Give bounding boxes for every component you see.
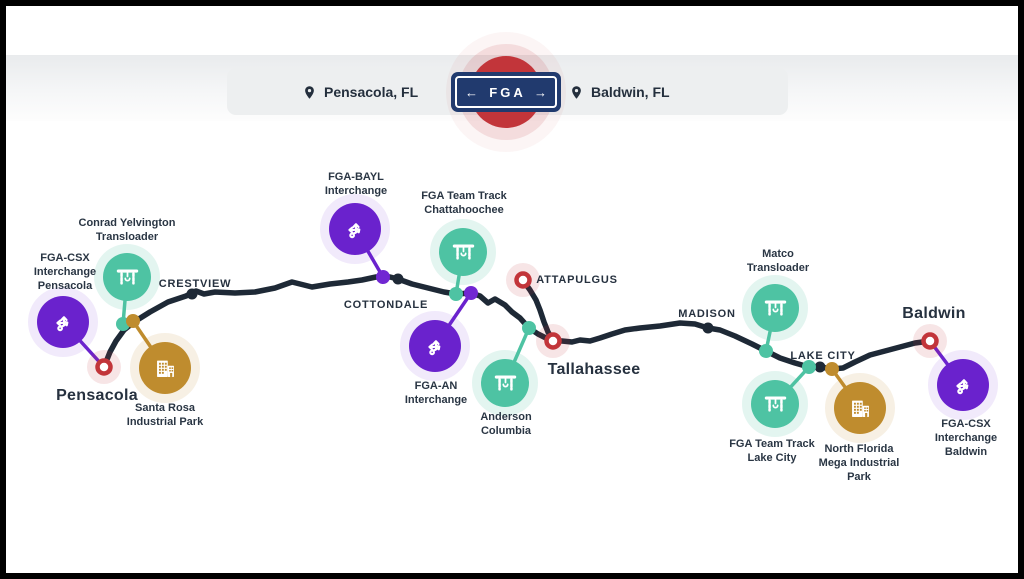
anderson-junction-dot bbox=[522, 321, 536, 335]
interchange-icon bbox=[955, 378, 968, 394]
marker-north-florida-mega-industrial-park[interactable] bbox=[834, 382, 886, 434]
gantry-crane-icon bbox=[764, 395, 786, 412]
santa-rosa-junction-dot bbox=[126, 314, 140, 328]
station-label-tallahassee: Tallahassee bbox=[547, 361, 641, 378]
station-label-pensacola: Pensacola bbox=[56, 387, 138, 404]
label-matco-transloader: Matco Transloader bbox=[746, 248, 810, 274]
cottondale-knot bbox=[392, 273, 404, 285]
lake-city-knot bbox=[814, 361, 826, 373]
marker-fga-an-interchange[interactable] bbox=[409, 320, 461, 372]
label-fga-an-interchange: FGA-AN Interchange bbox=[404, 380, 468, 406]
marker-anderson-columbia[interactable] bbox=[481, 359, 529, 407]
station-label-attapulgus: ATTAPULGUS bbox=[536, 274, 618, 286]
label-conrad-yelvington-transloader: Conrad Yelvington Transloader bbox=[78, 217, 176, 243]
fga-badge-inner: ← FGA → bbox=[455, 76, 557, 108]
interchange-icon bbox=[427, 339, 440, 355]
fga-railroad-badge[interactable]: ← FGA → bbox=[451, 72, 561, 112]
label-north-florida-mega-industrial-park: North Florida Mega Industrial Park bbox=[818, 443, 900, 483]
crestview-knot bbox=[186, 288, 198, 300]
marker-fga-csx-interchange-baldwin[interactable] bbox=[937, 359, 989, 411]
station-label-crestview: CRESTVIEW bbox=[158, 278, 232, 290]
pensacola-endpoint-icon[interactable] bbox=[87, 350, 121, 384]
label-fga-csx-interchange-pensacola: FGA-CSX Interchange Pensacola bbox=[33, 252, 97, 292]
route-map-page: Pensacola, FL ← FGA → Baldwin, FL bbox=[6, 6, 1018, 573]
gantry-crane-icon bbox=[494, 374, 516, 391]
marker-fga-team-track-chattahoochee[interactable] bbox=[439, 228, 487, 276]
rail-line bbox=[101, 274, 933, 372]
station-label-lake-city: LAKE CITY bbox=[790, 350, 856, 362]
north-florida-junction-dot bbox=[825, 362, 839, 376]
station-label-madison: MADISON bbox=[678, 308, 736, 320]
marker-santa-rosa-industrial-park[interactable] bbox=[139, 342, 191, 394]
destination-location[interactable]: Baldwin, FL bbox=[569, 76, 670, 108]
label-anderson-columbia: Anderson Columbia bbox=[480, 411, 532, 437]
marker-fga-bayl-interchange[interactable] bbox=[329, 203, 381, 255]
label-fga-team-track-chattahoochee: FGA Team Track Chattahoochee bbox=[421, 190, 507, 216]
interchange-icon bbox=[55, 315, 68, 331]
origin-location[interactable]: Pensacola, FL bbox=[302, 76, 418, 108]
label-fga-csx-interchange-baldwin: FGA-CSX Interchange Baldwin bbox=[934, 418, 998, 458]
endpoint-markers bbox=[87, 263, 947, 384]
marker-fga-team-track-lake-city[interactable] bbox=[751, 380, 799, 428]
attapulgus-endpoint-icon[interactable] bbox=[506, 263, 540, 297]
town-knots bbox=[186, 273, 826, 373]
origin-label: Pensacola, FL bbox=[324, 84, 419, 100]
badge-label: FGA bbox=[489, 84, 526, 100]
label-fga-bayl-interchange: FGA-BAYL Interchange bbox=[324, 171, 388, 197]
badge-right-arrow-icon[interactable]: → bbox=[533, 84, 547, 100]
station-label-cottondale: COTTONDALE bbox=[343, 299, 429, 311]
badge-left-arrow-icon[interactable]: ← bbox=[465, 84, 478, 100]
gantry-crane-icon bbox=[764, 299, 786, 316]
lake-city-team-track-junction-dot bbox=[802, 360, 816, 374]
interchange-icon bbox=[347, 222, 360, 238]
tallahassee-marker-icon[interactable] bbox=[536, 324, 570, 358]
station-label-baldwin: Baldwin bbox=[902, 305, 966, 322]
chattahoochee-junction-dot bbox=[449, 287, 463, 301]
baldwin-endpoint-icon[interactable] bbox=[913, 324, 947, 358]
buildings-icon bbox=[851, 400, 869, 417]
fga-an-junction-dot bbox=[464, 286, 478, 300]
marker-conrad-yelvington-transloader[interactable] bbox=[103, 253, 151, 301]
gantry-crane-icon bbox=[452, 243, 474, 260]
matco-junction-dot bbox=[759, 344, 773, 358]
gantry-crane-icon bbox=[116, 268, 138, 285]
fga-bayl-junction-dot bbox=[376, 270, 390, 284]
junction-dots bbox=[116, 270, 839, 376]
destination-label: Baldwin, FL bbox=[591, 84, 670, 100]
madison-knot bbox=[702, 322, 714, 334]
marker-matco-transloader[interactable] bbox=[751, 284, 799, 332]
marker-fga-csx-interchange-pensacola[interactable] bbox=[37, 296, 89, 348]
label-fga-team-track-lake-city: FGA Team Track Lake City bbox=[729, 438, 815, 464]
label-santa-rosa-industrial-park: Santa Rosa Industrial Park bbox=[126, 402, 204, 428]
buildings-icon bbox=[156, 360, 174, 377]
